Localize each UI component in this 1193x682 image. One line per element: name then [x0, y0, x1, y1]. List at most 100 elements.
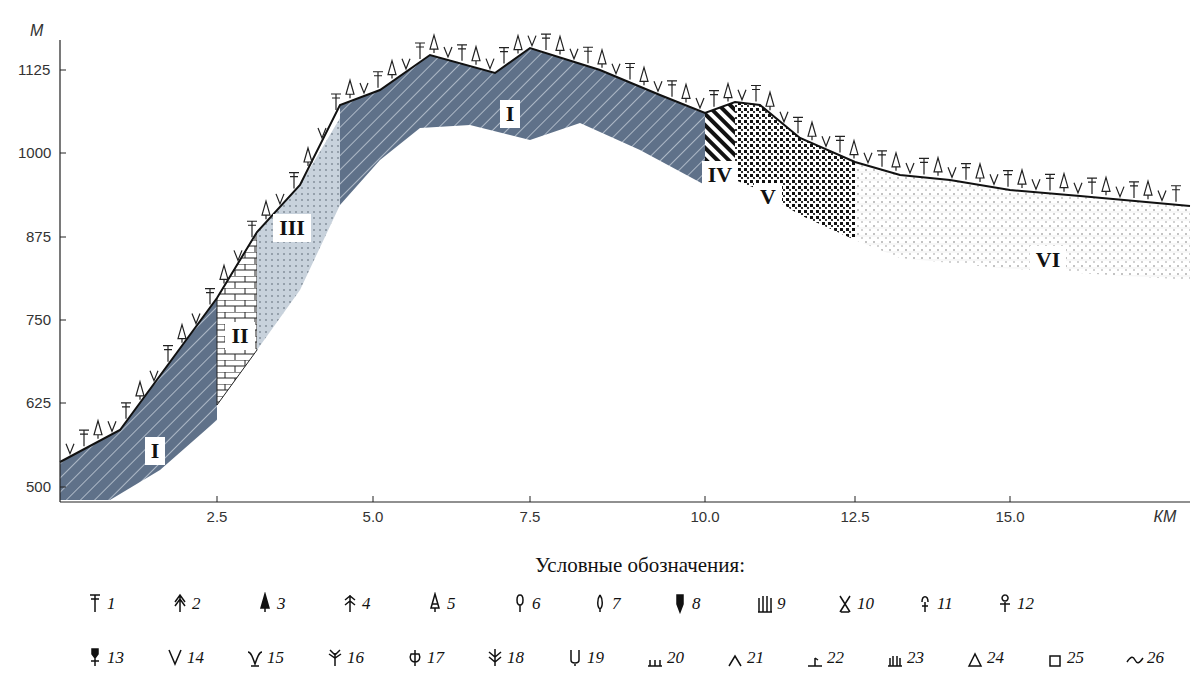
vegetation-mark — [948, 167, 956, 177]
vegetation-mark — [499, 48, 509, 64]
vegetation-mark — [640, 67, 648, 85]
vegetation-symbol — [425, 592, 445, 614]
vegetation-symbol — [340, 592, 360, 614]
vegetation-mark — [220, 265, 228, 283]
vegetation-symbol — [485, 646, 505, 668]
vegetation-mark — [163, 346, 173, 362]
vegetation-mark — [430, 35, 438, 53]
legend-number: 18 — [507, 648, 524, 668]
zone-label: I — [145, 437, 166, 465]
legend-number: 2 — [192, 594, 201, 614]
axis-label: 7.5 — [520, 508, 541, 525]
vegetation-mark — [751, 86, 761, 102]
axis-label: 12.5 — [840, 508, 869, 525]
vegetation-mark — [808, 122, 816, 140]
legend-item: 23 — [885, 646, 924, 668]
vegetation-mark — [612, 64, 620, 74]
vegetation-mark — [1102, 177, 1110, 195]
vegetation-mark — [121, 403, 131, 419]
vegetation-mark — [1129, 182, 1139, 198]
vegetation-mark — [766, 92, 774, 110]
vegetation-mark — [373, 72, 383, 88]
legend-item: 26 — [1125, 646, 1164, 668]
legend-number: 20 — [667, 648, 684, 668]
vegetation-mark — [906, 163, 914, 173]
legend-number: 6 — [532, 594, 541, 614]
axis-label: 10.0 — [690, 508, 719, 525]
legend-item: 18 — [485, 646, 524, 668]
zone-label: II — [225, 322, 254, 350]
vegetation-mark — [108, 421, 116, 431]
vegetation-symbol — [995, 592, 1015, 614]
vegetation-mark — [318, 128, 326, 138]
legend-number: 7 — [612, 594, 621, 614]
vegetation-symbol — [325, 646, 345, 668]
vegetation-mark — [570, 49, 578, 59]
vegetation-mark — [388, 61, 396, 79]
vegetation-symbol — [670, 592, 690, 614]
legend-item: 5 — [425, 592, 456, 614]
vegetation-symbol — [1045, 646, 1065, 668]
vegetation-mark — [331, 94, 341, 110]
vegetation-mark — [486, 59, 494, 69]
vegetation-mark — [1032, 179, 1040, 189]
legend-item: 3 — [255, 592, 286, 614]
vegetation-mark — [1171, 186, 1181, 202]
vegetation-mark — [79, 430, 89, 446]
vegetation-mark — [514, 36, 522, 54]
axis-label: 1000 — [18, 144, 51, 161]
legend-number: 3 — [277, 594, 286, 614]
vegetation-mark — [667, 81, 677, 97]
vegetation-mark — [990, 174, 998, 184]
zone-label: I — [500, 100, 521, 128]
vegetation-mark — [793, 117, 803, 133]
vegetation-mark — [150, 371, 158, 381]
vegetation-mark — [961, 164, 971, 180]
vegetation-mark — [541, 34, 551, 50]
legend-number: 12 — [1017, 594, 1034, 614]
vegetation-mark — [864, 153, 872, 163]
legend-item: 11 — [915, 592, 953, 614]
legend-item: 9 — [755, 592, 786, 614]
axis-label: 500 — [26, 478, 51, 495]
legend-item: 16 — [325, 646, 364, 668]
vegetation-symbol — [915, 592, 935, 614]
legend-item: 12 — [995, 592, 1034, 614]
axis-label: 625 — [26, 394, 51, 411]
vegetation-mark — [1158, 190, 1166, 200]
vegetation-mark — [976, 164, 984, 182]
vegetation-mark — [205, 289, 215, 305]
vegetation-mark — [1045, 174, 1055, 190]
legend-item: 7 — [590, 592, 621, 614]
axis-label: 15.0 — [995, 508, 1024, 525]
vegetation-mark — [1018, 170, 1026, 188]
vegetation-symbol — [725, 646, 745, 668]
legend-number: 15 — [267, 648, 284, 668]
legend-item: 22 — [805, 646, 844, 668]
legend-item: 25 — [1045, 646, 1084, 668]
vegetation-mark — [262, 201, 270, 219]
vegetation-mark — [822, 136, 830, 146]
legend-item: 1 — [85, 592, 116, 614]
axis-label: 1125 — [18, 61, 50, 78]
vegetation-mark — [654, 81, 662, 91]
vegetation-mark — [1144, 181, 1152, 199]
vegetation-mark — [1060, 174, 1068, 192]
vegetation-mark — [682, 84, 690, 102]
vegetation-symbol — [885, 646, 905, 668]
legend-item: 20 — [645, 646, 684, 668]
legend-number: 1 — [107, 594, 116, 614]
axis-label: М — [30, 22, 43, 40]
legend-item: 15 — [245, 646, 284, 668]
legend-number: 5 — [447, 594, 456, 614]
vegetation-mark — [934, 158, 942, 176]
vegetation-mark — [835, 136, 845, 152]
vegetation-symbol — [835, 592, 855, 614]
vegetation-symbol — [85, 646, 105, 668]
vegetation-mark — [1074, 183, 1082, 193]
legend-number: 16 — [347, 648, 364, 668]
vegetation-symbol — [755, 592, 775, 614]
vegetation-mark — [724, 84, 732, 102]
legend-number: 13 — [107, 648, 124, 668]
